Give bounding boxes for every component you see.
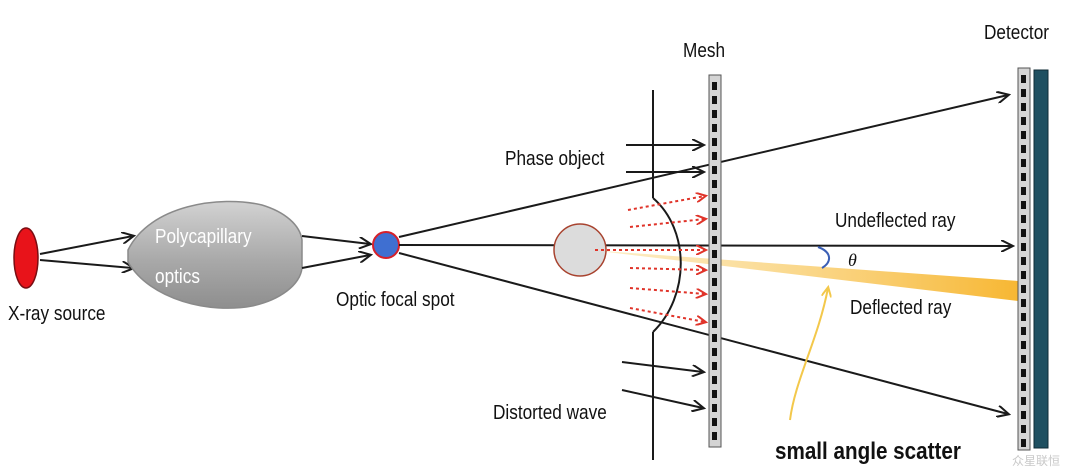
slot: [1021, 215, 1026, 223]
detector-label: Detector: [984, 22, 1050, 44]
slot: [1021, 229, 1026, 237]
slot: [1021, 369, 1026, 377]
slot: [1021, 75, 1026, 83]
optics-ray-lower: [301, 255, 370, 269]
deflection-arrow: [629, 307, 705, 322]
slot: [1021, 159, 1026, 167]
slot: [1021, 425, 1026, 433]
xray-source-label: X-ray source: [8, 303, 106, 325]
slot: [712, 278, 717, 286]
source-ray-upper: [39, 236, 133, 255]
slot: [1021, 397, 1026, 405]
slot: [1021, 103, 1026, 111]
wave-arrow-4: [621, 389, 703, 408]
deflection-arrow: [627, 196, 705, 211]
optic-focal-spot: [372, 231, 400, 259]
slot: [1021, 271, 1026, 279]
wave-arrow-3: [621, 361, 703, 372]
detector-panel: [1033, 69, 1049, 449]
slot: [712, 418, 717, 426]
slot: [712, 166, 717, 174]
slot: [1021, 439, 1026, 447]
slot: [1021, 355, 1026, 363]
optic-focal-spot-label: Optic focal spot: [336, 289, 455, 311]
slot: [712, 292, 717, 300]
watermark: 众星联恒: [1012, 454, 1061, 468]
slot: [1021, 145, 1026, 153]
slot: [1021, 131, 1026, 139]
slot: [712, 208, 717, 216]
distorted-wavefront: [652, 197, 682, 333]
deflection-arrow: [629, 219, 705, 228]
slot: [712, 138, 717, 146]
slot: [712, 376, 717, 384]
lower-ray: [398, 252, 1008, 414]
slot: [712, 264, 717, 272]
detector-slots: [1021, 75, 1026, 447]
detector: [1017, 67, 1049, 451]
slot: [1021, 173, 1026, 181]
deflection-arrow: [629, 268, 705, 270]
slot: [1021, 89, 1026, 97]
slot: [712, 390, 717, 398]
slot: [1021, 327, 1026, 335]
deflected-ray-beam: [590, 250, 1018, 301]
phase-object-label: Phase object: [505, 148, 605, 170]
slot: [1021, 243, 1026, 251]
slot: [1021, 313, 1026, 321]
deflection-arrow: [629, 287, 705, 294]
slot: [712, 404, 717, 412]
slot: [1021, 299, 1026, 307]
slot: [1021, 285, 1026, 293]
phase-object: [553, 223, 607, 277]
theta-angle-arc: [817, 246, 830, 269]
slot: [712, 250, 717, 258]
mesh: [708, 74, 722, 448]
slot: [1021, 257, 1026, 265]
undeflected-ray-label: Undeflected ray: [835, 210, 956, 232]
slot: [712, 334, 717, 342]
slot: [712, 320, 717, 328]
slot: [1021, 411, 1026, 419]
slot: [1021, 187, 1026, 195]
slot: [712, 96, 717, 104]
xray-source: [13, 227, 39, 289]
central-ray: [398, 245, 1012, 246]
deflected-ray-label: Deflected ray: [850, 297, 952, 319]
small-angle-scatter-label: small angle scatter: [775, 438, 961, 465]
slot: [712, 222, 717, 230]
polycapillary-optics: [127, 200, 303, 309]
mesh-label: Mesh: [683, 40, 726, 62]
polycapillary-optics-label-line1: Polycapillary: [155, 226, 252, 248]
slot: [712, 306, 717, 314]
slot: [712, 82, 717, 90]
slot: [1021, 383, 1026, 391]
slot: [712, 110, 717, 118]
scatter-pointer: [789, 288, 828, 421]
theta-label: θ: [848, 250, 857, 270]
slot: [712, 152, 717, 160]
slot: [1021, 341, 1026, 349]
slot: [712, 432, 717, 440]
slot: [712, 362, 717, 370]
mesh-slots: [712, 82, 717, 440]
slot: [1021, 117, 1026, 125]
optics-ray-upper: [301, 235, 370, 244]
slot: [712, 180, 717, 188]
source-ray-lower: [39, 259, 133, 268]
deflection-arrows: [595, 196, 705, 322]
slot: [712, 348, 717, 356]
polycapillary-optics-label-line2: optics: [155, 266, 200, 288]
slot: [712, 124, 717, 132]
slot: [712, 194, 717, 202]
slot: [712, 236, 717, 244]
distorted-wave-label: Distorted wave: [493, 402, 607, 424]
slot: [1021, 201, 1026, 209]
